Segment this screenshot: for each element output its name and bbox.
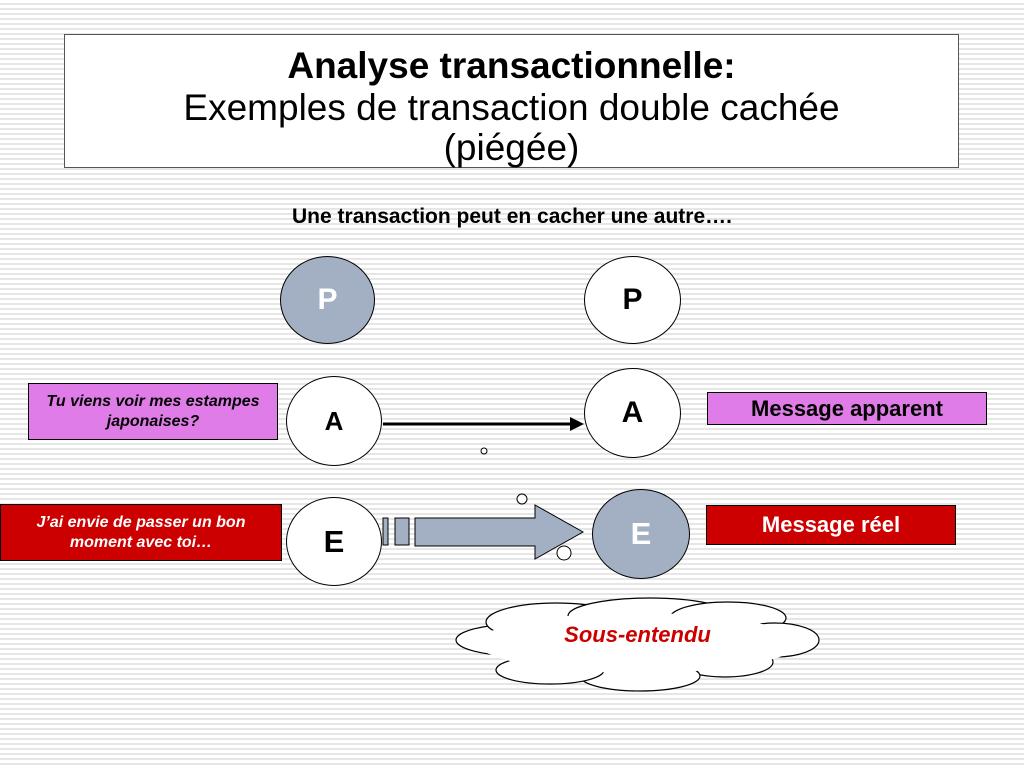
real-message-label: Message réel <box>761 512 901 537</box>
thought-bubble-medium <box>516 493 528 505</box>
right-adult-label: A <box>621 396 644 429</box>
apparent-quote-box: Tu viens voir mes estampes japonaises? <box>28 383 278 440</box>
left-child-label: E <box>323 523 345 559</box>
apparent-message-label: Message apparent <box>751 395 943 421</box>
left-parent-label: P <box>317 283 338 316</box>
left-adult-state: A <box>286 376 382 466</box>
subtitle: Une transaction peut en cacher une autre… <box>292 205 732 228</box>
real-message-label-box: Message réel <box>706 505 956 545</box>
title-main: Analyse transactionnelle: <box>287 45 736 86</box>
title-line-2: Exemples de transaction double cachée <box>183 87 840 128</box>
right-child-label: E <box>630 516 652 551</box>
right-parent-state: P <box>584 256 681 344</box>
title-box: Analyse transactionnelle: Exemples de tr… <box>64 34 959 168</box>
apparent-arrow <box>383 417 584 431</box>
real-quote-text: J’ai envie de passer un bon moment avec … <box>36 513 246 551</box>
real-quote-box: J’ai envie de passer un bon moment avec … <box>0 504 282 561</box>
cloud-label: Sous-entendu <box>564 622 711 647</box>
right-parent-label: P <box>622 283 643 316</box>
left-child-state: E <box>286 497 382 586</box>
thought-bubble-large <box>556 545 572 561</box>
left-parent-state: P <box>280 256 375 344</box>
right-child-state: E <box>592 489 690 579</box>
thought-bubble-small <box>480 447 488 455</box>
cloud-shape <box>455 597 820 692</box>
apparent-quote-text: Tu viens voir mes estampes japonaises? <box>46 392 260 430</box>
left-adult-label: A <box>324 405 344 436</box>
apparent-message-label-box: Message apparent <box>707 392 987 425</box>
title-line-3: (piégée) <box>443 127 580 168</box>
right-adult-state: A <box>584 368 681 458</box>
real-arrow <box>382 504 585 560</box>
